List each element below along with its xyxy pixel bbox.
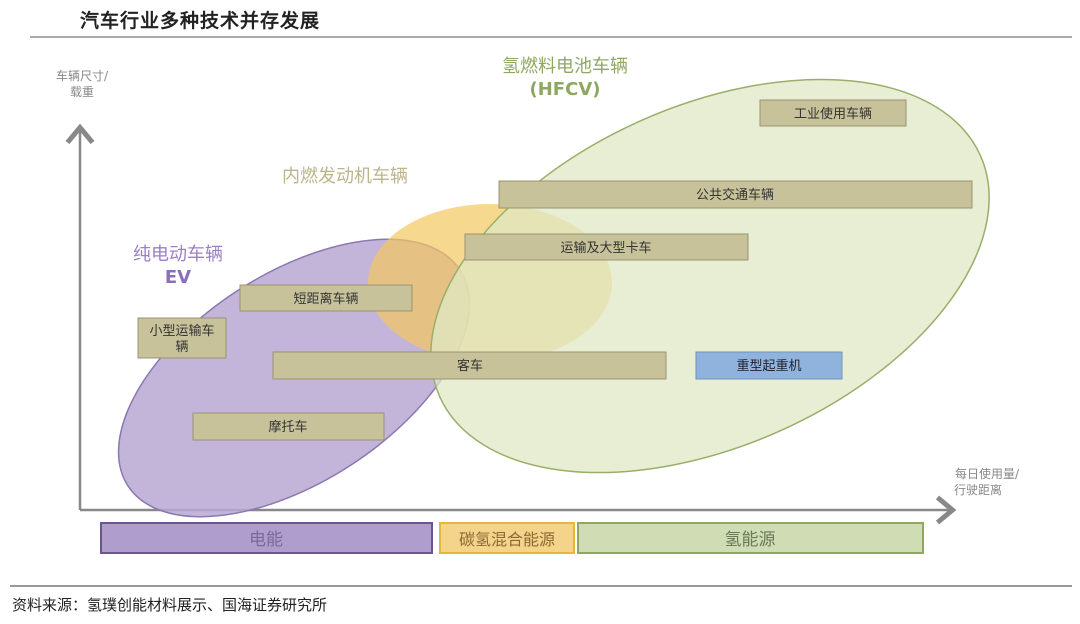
vehicle-public-transit: 公共交通车辆 — [498, 180, 973, 209]
x-axis-label: 行驶距离 — [954, 482, 1002, 497]
vehicle-label: 辆 — [175, 340, 188, 355]
hfcv-label: 氢燃料电池车辆 — [502, 56, 628, 77]
energy-label: 氢能源 — [725, 530, 776, 550]
vehicle-label: 公共交通车辆 — [696, 187, 774, 203]
energy-hybrid: 碳氢混合能源 — [439, 522, 575, 554]
energy-label: 电能 — [249, 530, 283, 550]
source-note: 资料来源：氢璞创能材料展示、国海证券研究所 — [12, 596, 328, 614]
vehicle-small-transport: 小型运输车 辆 — [137, 317, 227, 359]
energy-electric: 电能 — [100, 522, 433, 554]
vehicle-label: 短距离车辆 — [293, 291, 358, 307]
vehicle-crane: 重型起重机 — [695, 351, 843, 380]
y-axis-label: 载重 — [70, 85, 94, 99]
ice-label: 内燃发动机车辆 — [282, 166, 408, 187]
energy-label: 碳氢混合能源 — [459, 530, 555, 549]
vehicle-label: 摩托车 — [268, 419, 307, 435]
hfcv-region — [430, 78, 990, 474]
hfcv-label: (HFCV) — [530, 79, 601, 100]
vehicle-label: 工业使用车辆 — [794, 106, 872, 122]
vehicle-passenger: 客车 — [272, 351, 667, 380]
vehicle-short-range: 短距离车辆 — [239, 284, 413, 312]
vehicle-label: 重型起重机 — [736, 358, 801, 374]
vehicle-label: 运输及大型卡车 — [560, 240, 651, 256]
x-axis-label: 每日使用量/ — [955, 466, 1020, 481]
vehicle-truck: 运输及大型卡车 — [464, 233, 749, 261]
vehicle-industrial: 工业使用车辆 — [759, 99, 907, 127]
figure-title: 汽车行业多种技术并存发展 — [80, 10, 321, 32]
ev-label: EV — [165, 267, 191, 288]
vehicle-label: 客车 — [457, 358, 483, 374]
vehicle-label: 小型运输车 — [149, 323, 214, 339]
y-axis-label: 车辆尺寸/ — [56, 68, 109, 83]
energy-hydrogen: 氢能源 — [577, 522, 924, 554]
vehicle-motorcycle: 摩托车 — [192, 412, 385, 441]
ev-label: 纯电动车辆 — [133, 244, 223, 265]
